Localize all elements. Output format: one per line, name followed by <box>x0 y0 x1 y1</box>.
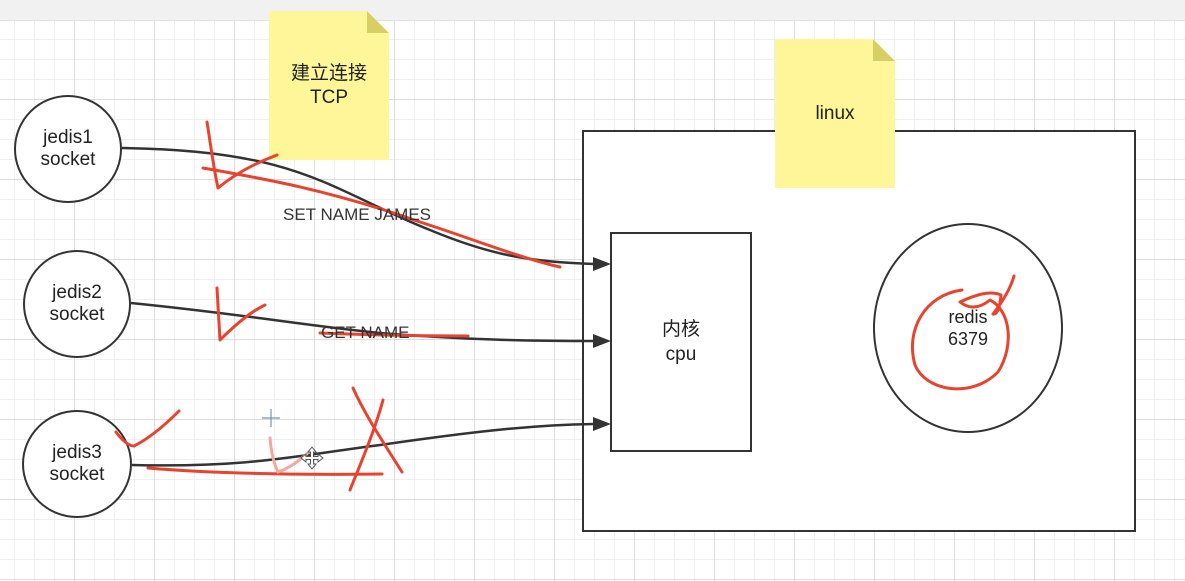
crosshair-cursor-icon <box>262 409 280 427</box>
client-type: socket <box>49 464 105 485</box>
linux-note[interactable]: linux <box>775 39 895 188</box>
annotation-cross-stroke-2 <box>348 398 385 492</box>
connector-jedis3-to-kernel <box>131 422 595 467</box>
arrowhead <box>593 334 611 348</box>
kernel-cpu-box[interactable]: 内核 cpu <box>610 232 752 452</box>
connector-jedis2-to-kernel <box>130 301 595 343</box>
client-node-jedis1[interactable]: jedis1 socket <box>14 95 122 203</box>
client-name: jedis3 <box>52 442 102 463</box>
client-node-jedis3[interactable]: jedis3 socket <box>22 410 132 518</box>
client-name: jedis1 <box>43 127 93 148</box>
arrowhead <box>593 257 611 271</box>
tcp-note-line1: 建立连接 <box>290 62 367 84</box>
annotation-scribble-redis <box>910 274 1016 391</box>
linux-note-label: linux <box>815 103 855 124</box>
redis-port: 6379 <box>947 329 989 349</box>
redis-label: redis <box>948 307 988 327</box>
tcp-note[interactable]: 建立连接 TCP <box>269 11 389 160</box>
annotation-underline-3 <box>146 466 384 476</box>
cpu-label: cpu <box>665 344 697 365</box>
redis-node[interactable]: redis 6379 <box>873 223 1063 433</box>
annotation-cross-stroke-1 <box>351 386 404 474</box>
annotation-underline-1 <box>201 166 562 269</box>
client-type: socket <box>49 304 105 325</box>
kernel-label: 内核 <box>661 319 700 340</box>
arrowhead <box>593 417 611 431</box>
move-cursor-icon <box>300 446 324 470</box>
tcp-note-line2: TCP <box>310 86 348 108</box>
annotation-check-3 <box>114 409 181 448</box>
edge-label-get-command: GET NAME <box>321 323 410 342</box>
annotation-check-2 <box>215 286 267 342</box>
client-type: socket <box>40 149 96 170</box>
annotation-underline-2 <box>318 331 470 338</box>
edge-label-set-command: SET NAME JAMES <box>283 205 431 224</box>
client-name: jedis2 <box>52 282 102 303</box>
client-node-jedis2[interactable]: jedis2 socket <box>23 250 131 358</box>
annotation-faded-stroke <box>268 436 311 474</box>
annotation-check-1 <box>205 120 279 190</box>
